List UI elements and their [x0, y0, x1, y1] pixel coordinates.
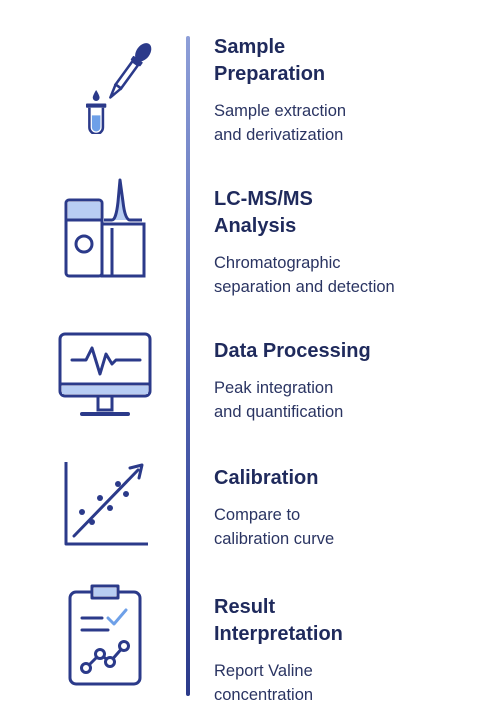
- step-title: Result Interpretation: [214, 596, 343, 645]
- step-description: Peak integration and quantification: [214, 379, 344, 421]
- step-data-processing: Data Processing Peak integration and qua…: [214, 338, 494, 424]
- monitor-signal-icon: [48, 322, 168, 432]
- timeline-line: [186, 36, 190, 696]
- step-sample-preparation: Sample Preparation Sample extraction and…: [214, 34, 494, 147]
- step-result-interpretation: Result Interpretation Report Valine conc…: [214, 594, 494, 707]
- lc-ms-instrument-icon: [48, 172, 168, 282]
- step-title: Sample Preparation: [214, 36, 326, 85]
- clipboard-report-icon: [48, 580, 168, 690]
- step-title: LC-MS/MS Analysis: [214, 188, 313, 237]
- dropper-test-tube-icon: [48, 24, 168, 134]
- step-description: Report Valine concentration: [214, 662, 314, 704]
- step-lc-ms-ms-analysis: LC-MS/MS Analysis Chromatographic separa…: [214, 186, 494, 299]
- step-description: Sample extraction and derivatization: [214, 102, 347, 144]
- step-description: Chromatographic separation and detection: [214, 254, 395, 296]
- step-calibration: Calibration Compare to calibration curve: [214, 465, 494, 551]
- step-description: Compare to calibration curve: [214, 506, 335, 548]
- step-title: Calibration: [214, 467, 319, 489]
- step-title: Data Processing: [214, 340, 371, 362]
- calibration-curve-icon: [48, 450, 168, 560]
